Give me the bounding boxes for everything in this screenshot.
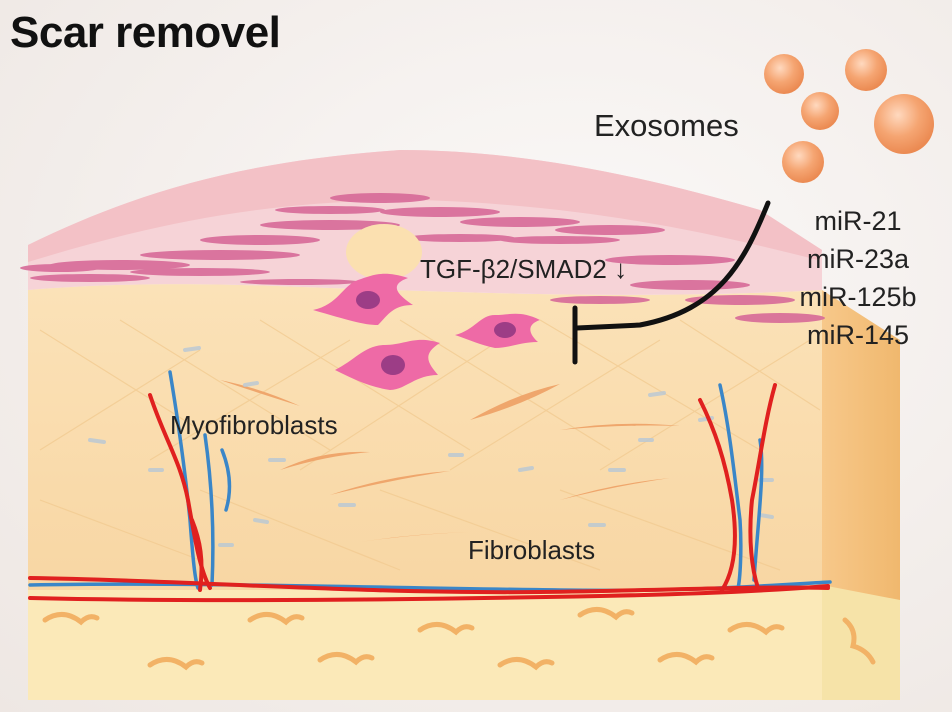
pathway-label: TGF-β2/SMAD2 ↓ — [420, 254, 628, 284]
exosomes-label: Exosomes — [594, 108, 739, 143]
block-side-face — [822, 290, 900, 700]
exosome-particle — [764, 54, 804, 94]
mirna-list: miR-21 miR-23a miR-125b miR-145 — [788, 202, 928, 354]
fibroblast-cells — [220, 380, 680, 542]
myofibroblast-cells — [313, 273, 540, 390]
mirna-item: miR-23a — [806, 244, 910, 274]
mirna-item: miR-21 — [814, 206, 902, 236]
inhibition-arrow — [572, 200, 771, 365]
mirna-item: miR-125b — [799, 282, 917, 312]
fibroblasts-label: Fibroblasts — [468, 535, 596, 565]
exosome-particle — [782, 141, 824, 183]
exosome-particle — [845, 49, 887, 91]
blood-vessels — [28, 370, 832, 603]
exosome-particles — [764, 49, 934, 183]
myofibroblasts-label: Myofibroblasts — [170, 410, 338, 440]
hypodermis-layer — [28, 590, 876, 700]
exosome-particle — [874, 94, 934, 154]
diagram-title: Scar removel — [10, 8, 281, 57]
exosome-particle — [801, 92, 839, 130]
mirna-item: miR-145 — [806, 320, 910, 350]
